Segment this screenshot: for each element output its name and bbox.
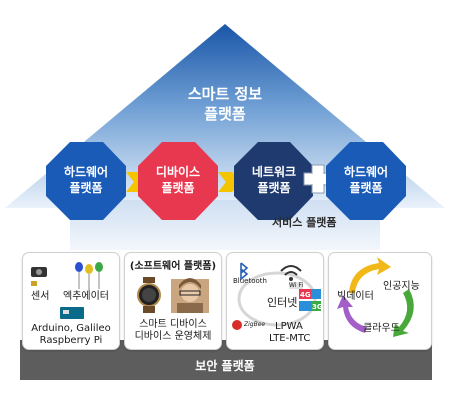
- smart-device-label: 스마트 디바이스: [139, 319, 207, 330]
- service-platform-label: 서비스 플랫폼: [272, 216, 337, 229]
- security-platform-label: 보안 플랫폼: [195, 359, 255, 373]
- bigdata-label: 빅데이터: [337, 291, 374, 302]
- internet-label: 인터넷: [267, 296, 298, 309]
- platform-label-line2: 플랫폼: [161, 181, 195, 195]
- card-hardware: 센서 엑추에이터 Arduino, Galileo Raspberry Pi: [22, 252, 120, 350]
- platform-octagon-hardware: [46, 142, 126, 220]
- platform-label-network: 네트워크 플랫폼: [234, 164, 314, 196]
- zigbee-icon: [232, 320, 242, 330]
- platform-label-line1: 디바이스: [155, 165, 201, 179]
- device-os-label: 디바이스 운영체제: [134, 331, 212, 342]
- ai-label: 인공지능: [383, 281, 420, 292]
- software-platform-header: (소프트웨어 플랫폼): [129, 261, 217, 272]
- main-title-line1: 스마트 정보: [187, 85, 263, 103]
- platform-label-line1: 하드웨어: [343, 165, 389, 179]
- hardware-components-icon: [31, 262, 103, 291]
- platform-label-line2: 플랫폼: [257, 181, 291, 195]
- card-network: Bluetooth Wi Fi 4G 3G 인터넷 ZigBee LPWA LT…: [226, 252, 324, 350]
- platform-label-line2: 플랫폼: [349, 181, 383, 195]
- board-label-line2: Raspberry Pi: [39, 335, 103, 346]
- platform-octagon-device: [138, 142, 218, 220]
- wifi-icon: [280, 265, 302, 281]
- smart-devices-icon: [137, 277, 209, 313]
- board-label-line1: Arduino, Galileo: [31, 323, 111, 334]
- house-walls: [70, 200, 380, 250]
- platform-label-hardware: 하드웨어 플랫폼: [46, 164, 126, 196]
- main-title: 스마트 정보 플랫폼: [150, 84, 300, 124]
- platform-label-hardware-2: 하드웨어 플랫폼: [326, 164, 406, 196]
- platform-octagon-hardware-2: [326, 142, 406, 220]
- bluetooth-icon: [240, 262, 249, 281]
- cycle-arrows-icon: [337, 257, 414, 337]
- actuator-label: 엑추에이터: [63, 291, 109, 302]
- platform-label-line2: 플랫폼: [69, 181, 103, 195]
- zigbee-label: ZigBee: [244, 321, 266, 328]
- 3g-label: 3G: [312, 303, 323, 311]
- cloud-label: 클라우드: [363, 323, 400, 334]
- card-device: (소프트웨어 플랫폼) 스마트 디바이스 디바이스 운영체제: [124, 252, 222, 350]
- network-icons: [232, 262, 321, 330]
- lte-mtc-label: LTE-MTC: [269, 333, 311, 344]
- platform-octagon-network: [234, 142, 313, 220]
- platform-label-line1: 네트워크: [251, 165, 297, 179]
- arduino-board-icon: [60, 307, 84, 319]
- plus-icon: [303, 164, 333, 194]
- 4g-label: 4G: [300, 291, 311, 299]
- platform-label-line1: 하드웨어: [63, 165, 109, 179]
- card-cloud: 빅데이터 인공지능 클라우드: [328, 252, 432, 350]
- sensor-label: 센서: [31, 291, 50, 302]
- lpwa-label: LPWA: [275, 321, 303, 332]
- bluetooth-label: Bluetooth: [233, 277, 267, 285]
- platform-label-device: 디바이스 플랫폼: [138, 164, 218, 196]
- wifi-label: Wi Fi: [289, 282, 304, 289]
- main-title-line2: 플랫폼: [204, 105, 246, 123]
